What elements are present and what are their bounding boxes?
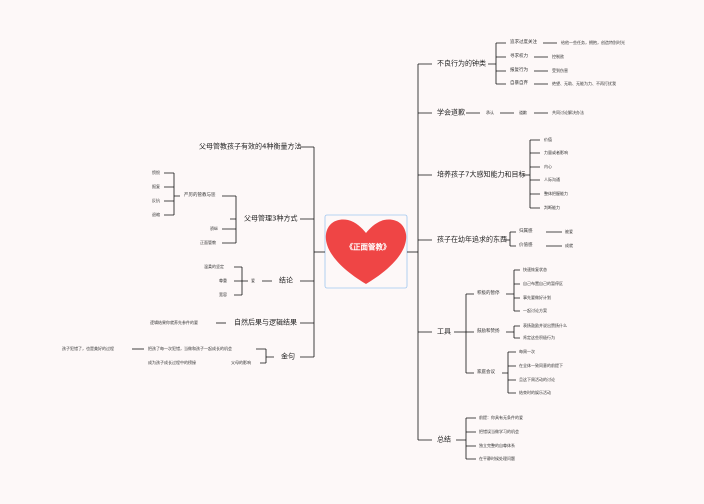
- node-mis-2: 报复行为: [510, 67, 528, 73]
- node-abilities: 培养孩子7大感知能力和目标: [437, 170, 526, 179]
- node-tools-g2: 鼓励和赞扬: [477, 328, 500, 334]
- node-tools-g3: 家庭会议: [477, 369, 495, 375]
- node-love: 爱: [251, 278, 255, 283]
- node-ab-2: 内心: [544, 164, 552, 169]
- node-quote-b2: 父母的影响: [231, 360, 251, 365]
- node-g3-0: 每周一次: [519, 349, 535, 354]
- node-learn-b: 道歉: [519, 110, 527, 115]
- node-quote-a1: 孩子犯错了，也是美好的过程: [62, 346, 114, 351]
- node-three-ways: 父母管理3种方式: [244, 214, 298, 223]
- node-positive: 正面管教: [200, 240, 216, 245]
- node-strict-1: 报复: [152, 184, 160, 189]
- node-strict-3: 退缩: [152, 212, 160, 217]
- node-g1-1: 自己布置自己的暂停区: [523, 281, 563, 286]
- node-seek-0: 归属感: [519, 228, 533, 234]
- node-indulge: 骄纵: [210, 226, 218, 231]
- node-conclusion: 结论: [279, 276, 293, 285]
- node-natural: 自然后果与逻辑结果: [234, 318, 297, 327]
- node-learn-a: 承认: [486, 110, 494, 115]
- node-strict-0: 愤恨: [152, 170, 160, 175]
- node-tools: 工具: [437, 327, 451, 336]
- node-mis-0-v: 给他一些任务，拥抱，创造特别时光: [561, 40, 625, 45]
- node-sum-2: 独立完整的自尊体系: [479, 443, 515, 448]
- node-seek-1: 价值感: [519, 242, 533, 248]
- heart-icon: [325, 219, 407, 284]
- node-g1-0: 快速恢复状态: [523, 267, 547, 272]
- node-ab-5: 判断能力: [544, 205, 560, 210]
- node-seek-0-v: 被爱: [565, 229, 573, 234]
- node-con-1: 尊重: [219, 278, 227, 283]
- node-sum-0: 前提：你具有无条件的爱: [479, 415, 523, 420]
- node-sum-3: 在平静时候处理问题: [479, 456, 515, 461]
- node-seek-1-v: 成就: [565, 243, 573, 248]
- node-quote-a2: 把孩了每一次犯错，当做和孩子一起成长的机会: [148, 346, 232, 351]
- node-ab-0: 价值: [544, 137, 552, 142]
- center-frame: [324, 214, 408, 289]
- node-mis-2-v: 受到伤害: [552, 68, 568, 73]
- node-strict-2: 反抗: [152, 198, 160, 203]
- node-ab-3: 人际沟通: [544, 177, 560, 182]
- node-learn-c: 共同讨论解决办法: [552, 110, 584, 115]
- node-ab-4: 整体把握能力: [544, 191, 568, 196]
- node-summary: 总结: [437, 435, 451, 444]
- node-strict: 严厉的管教与惩: [184, 192, 216, 198]
- node-seek: 孩子在幼年追求的东西: [437, 235, 507, 244]
- node-mis-3: 自暴自弃: [510, 80, 528, 86]
- node-g1-3: 一起讨论方案: [523, 308, 547, 313]
- node-quote: 金句: [281, 352, 295, 361]
- node-g2-1: 肯定这些积极行为: [523, 335, 555, 340]
- node-quote-b1: 成为孩子成长过程中的榜掾: [148, 360, 196, 365]
- node-con-0: 温柔的坚定: [204, 264, 224, 269]
- node-mis-1: 寻求权力: [510, 53, 528, 59]
- node-mis-3-v: 绝望、无助、无能为力、不再打扰我: [552, 81, 616, 86]
- center-title: 《正面管教》: [345, 242, 391, 252]
- node-g3-2: 且这下周活动的讨论: [519, 377, 555, 382]
- node-sum-1: 把错误当做学习的机会: [479, 429, 519, 434]
- node-learn: 学会道歉: [437, 108, 465, 117]
- node-g3-1: 在全体一致同意的前提下: [519, 363, 563, 368]
- node-natural-text: 逻辑结果你就养先参件的要: [150, 320, 198, 325]
- node-tools-g1: 积极的暂停: [477, 290, 500, 296]
- node-four-ways: 父母管教孩子有效的4种衡量方法: [199, 142, 302, 151]
- node-con-2: 宽容: [219, 292, 227, 297]
- node-g1-2: 事先要做好计划: [523, 295, 551, 300]
- node-mis-1-v: 控制欲: [552, 54, 564, 59]
- node-g3-3: 结束时的娱乐活动: [519, 390, 551, 395]
- node-g2-0: 表扬鼓励并说出赞扬什么: [523, 323, 567, 328]
- node-mis-0: 追求过度关注: [510, 39, 537, 45]
- node-misbehavior: 不良行为的钟类: [437, 59, 486, 68]
- node-ab-1: 力量或者影响: [544, 150, 568, 155]
